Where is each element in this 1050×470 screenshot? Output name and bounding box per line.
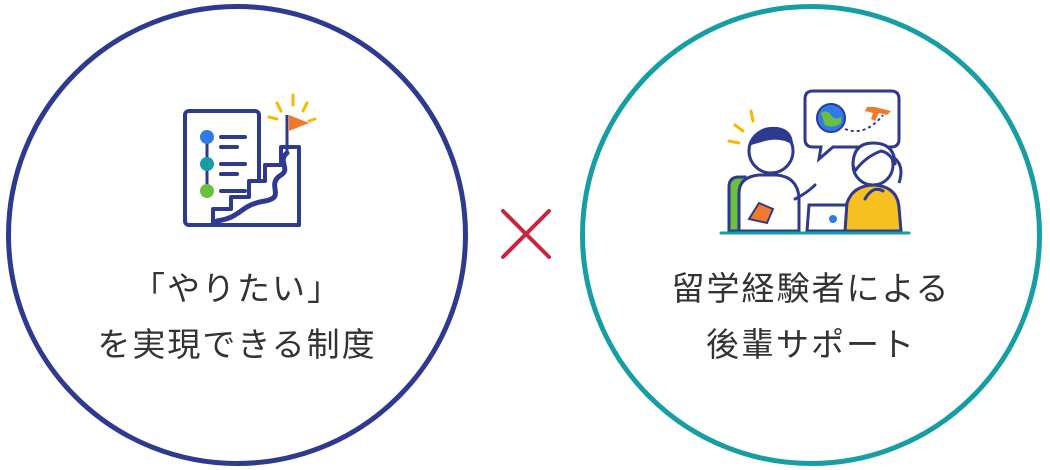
times-icon: [497, 205, 555, 263]
right-circle-card: 留学経験者による 後輩サポート: [580, 4, 1042, 466]
left-circle-card: 「やりたい」 を実現できる制度: [6, 4, 468, 466]
right-caption-line2: 後輩サポート: [706, 325, 916, 364]
left-caption: 「やりたい」 を実現できる制度: [11, 261, 463, 373]
right-caption-line1: 留学経験者による: [671, 269, 951, 308]
right-caption: 留学経験者による 後輩サポート: [585, 261, 1037, 373]
roadmap-stairs-flag-icon: [173, 81, 323, 231]
left-caption-line1: 「やりたい」: [132, 269, 342, 308]
students-globe-airplane-icon: [715, 81, 915, 241]
left-caption-line2: を実現できる制度: [97, 325, 377, 364]
